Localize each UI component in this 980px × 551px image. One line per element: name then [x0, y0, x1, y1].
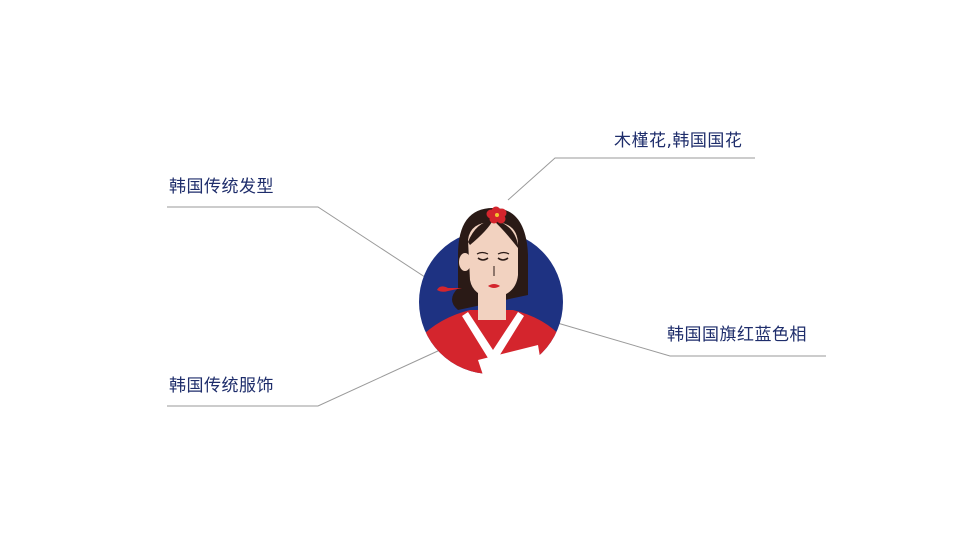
hanbok-woman-avatar	[419, 206, 563, 375]
white-collar-icon	[462, 312, 524, 358]
callout-line-clothing	[167, 349, 441, 407]
label-clothing: 韩国传统服饰	[169, 376, 274, 396]
mugunghwa-flower-icon	[486, 206, 507, 224]
callout-line-flag-colors	[553, 321, 826, 357]
label-hairstyle: 韩国传统发型	[169, 177, 274, 197]
label-flag-colors: 韩国国旗红蓝色相	[667, 325, 807, 345]
lips-icon	[488, 284, 500, 288]
face-icon	[468, 222, 518, 298]
callout-line-flower	[507, 157, 755, 201]
label-flower: 木槿花,韩国国花	[614, 131, 743, 151]
hair-ribbon-icon	[437, 286, 462, 292]
callout-line-hairstyle	[167, 206, 461, 301]
